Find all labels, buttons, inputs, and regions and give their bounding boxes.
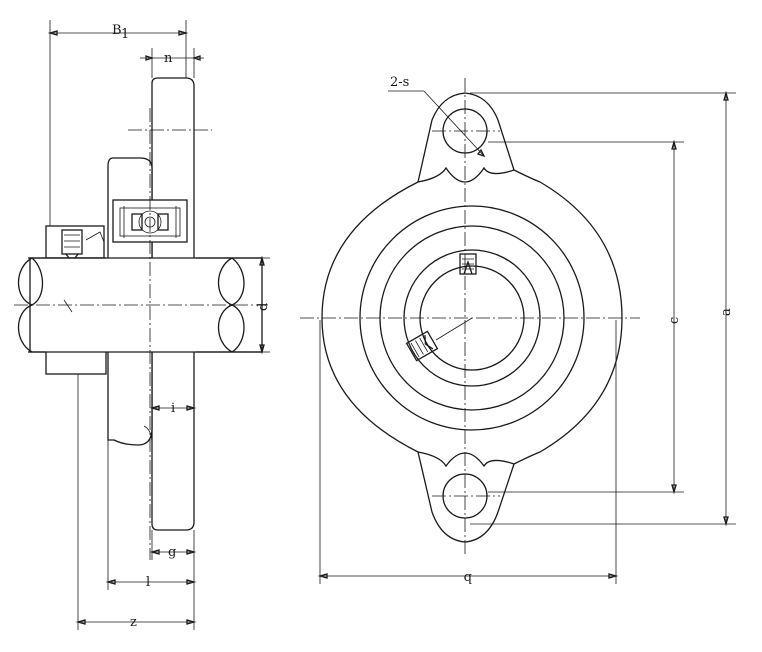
ring-inner <box>403 249 541 387</box>
dim-n <box>140 48 204 78</box>
side-view: B 1 n d i g <box>14 20 271 630</box>
label-l: l <box>146 575 150 590</box>
set-screw-angled <box>405 330 439 362</box>
housing-outline <box>321 92 623 543</box>
dim-l <box>105 440 197 590</box>
dim-b <box>317 320 619 584</box>
dim-g <box>149 530 197 560</box>
label-b1-subscript: 1 <box>121 27 129 42</box>
label-b1: B <box>112 23 122 38</box>
label-z: z <box>130 615 137 630</box>
front-view: 2-s c a b <box>300 75 736 585</box>
label-a: a <box>719 308 734 316</box>
dim-z <box>75 374 197 630</box>
dim-c <box>488 139 684 495</box>
label-g: g <box>168 545 176 560</box>
label-n: n <box>164 51 173 66</box>
set-screw-top <box>459 253 477 275</box>
ring-outer <box>359 205 585 431</box>
locking-collar <box>45 225 105 264</box>
label-i: i <box>171 401 175 416</box>
dim-a <box>470 90 736 527</box>
leader-2-s <box>388 90 486 158</box>
dim-b1 <box>47 20 189 226</box>
dim-i <box>149 405 197 411</box>
label-d: d <box>256 303 271 311</box>
label-2-s: 2-s <box>390 75 409 90</box>
label-b: b <box>464 570 472 585</box>
dim-d <box>259 255 270 355</box>
label-c: c <box>667 317 682 324</box>
